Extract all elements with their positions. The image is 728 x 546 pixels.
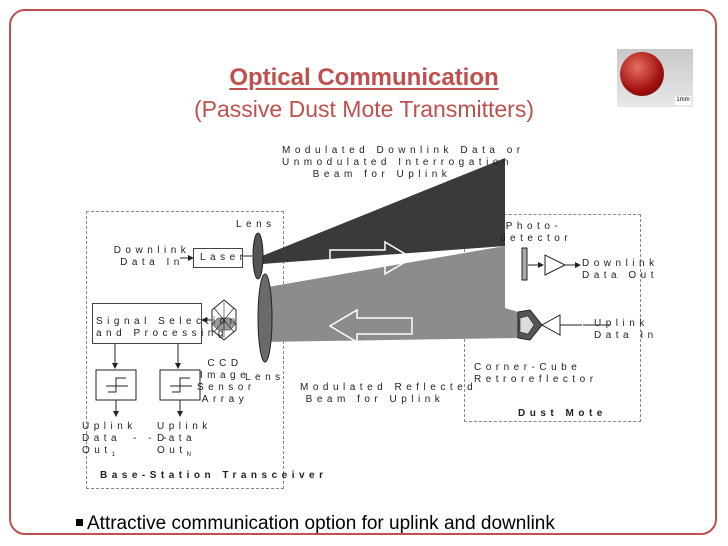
uplink-out-n-text: Uplink Data Out	[157, 421, 212, 456]
downlink-beam	[262, 158, 505, 264]
dust-mote-title: Dust Mote	[518, 408, 607, 419]
uplink-in-label: Uplink Data In	[594, 318, 658, 341]
downlink-in-label: Downlink Data In	[113, 245, 191, 268]
lens-top-icon	[252, 232, 264, 280]
corner-cube-icon	[517, 309, 543, 341]
slide-subtitle: (Passive Dust Mote Transmitters)	[194, 96, 534, 122]
uplink-out-n-subscript: N	[186, 452, 191, 458]
ccd-label: CCD Image Sensor Array	[197, 358, 256, 405]
ccd-sensor-icon	[211, 299, 237, 341]
lens-bottom-label: Lens	[245, 372, 285, 383]
uplink-out-1-text: Uplink Data Out	[82, 421, 137, 456]
laser-label: Laser	[200, 252, 248, 263]
uplink-arrow-icon	[328, 308, 413, 344]
base-station-title: Base-Station Transceiver	[100, 470, 328, 481]
signal-selection-label: Signal Selection and Processing	[96, 316, 240, 339]
uplink-beam	[262, 246, 518, 342]
uplink-amplifier-icon	[540, 314, 561, 336]
slide-title: Optical Communication	[229, 64, 499, 91]
lens-bottom-icon	[257, 273, 273, 363]
uplink-out-n-label: Uplink Data OutN	[157, 421, 212, 461]
dust-mote-photo: 1mm	[617, 49, 693, 107]
photodetector-icon	[521, 247, 528, 281]
laser-box	[193, 248, 243, 268]
mote-sphere-image	[620, 52, 664, 96]
bullet-text: Attractive communication option for upli…	[87, 513, 555, 534]
scale-bar-label: 1mm	[675, 96, 691, 105]
lens-top-label: Lens	[236, 219, 276, 230]
photodetector-label: Photo- detector	[500, 221, 573, 244]
downlink-out-label: Downlink Data Out	[582, 258, 659, 281]
bullet-point: Attractive communication option for upli…	[76, 513, 555, 535]
uplink-out-1-subscript: 1	[111, 452, 115, 458]
downlink-amplifier-icon	[544, 254, 567, 276]
uplink-ellipsis: - - -	[133, 433, 172, 444]
uplink-beam-label: Modulated Reflected Beam for Uplink	[300, 382, 478, 405]
bullet-square-icon	[76, 519, 83, 526]
downlink-arrow-icon	[329, 240, 414, 276]
slide-frame	[9, 9, 717, 535]
base-station-enclosure	[86, 211, 284, 489]
downlink-beam-label: Modulated Downlink Data or Unmodulated I…	[282, 145, 525, 180]
corner-cube-label: Corner-Cube Retroreflector	[474, 362, 598, 385]
uplink-out-1-label: Uplink Data Out1	[82, 421, 137, 461]
signal-selection-box	[92, 303, 202, 344]
